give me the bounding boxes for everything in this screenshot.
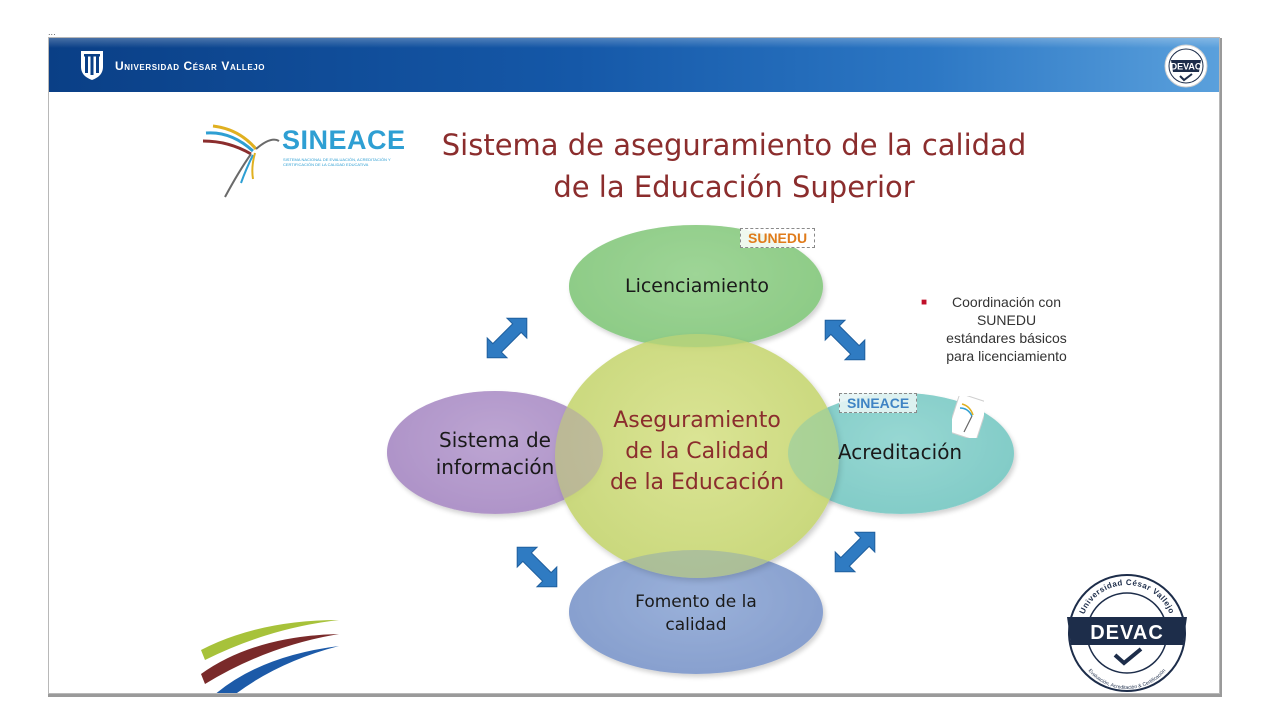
devac-seal-icon: Universidad César Vallejo DEVAC Evaluaci… bbox=[1067, 574, 1187, 692]
slide-shadow-right bbox=[1220, 38, 1222, 696]
center-line-1: Aseguramiento bbox=[613, 408, 781, 433]
window-edge-fragment: ... bbox=[48, 28, 56, 37]
sistema-informacion-label: Sistema de información bbox=[395, 427, 595, 481]
devac-seal-center-text: DEVAC bbox=[1090, 622, 1164, 644]
coordination-note: ■ Coordinación con SUNEDU estándares bás… bbox=[919, 293, 1094, 365]
fomento-line-2: calidad bbox=[665, 615, 727, 635]
note-line-1: Coordinación con bbox=[952, 294, 1061, 310]
university-name: Universidad César Vallejo bbox=[115, 59, 266, 73]
slide-title-line-1: Sistema de aseguramiento de la calidad bbox=[441, 128, 1027, 162]
double-arrow-top-right-icon bbox=[824, 319, 866, 361]
aseguramiento-center-circle bbox=[555, 334, 839, 578]
note-bullet-icon: ■ bbox=[921, 297, 928, 308]
aseguramiento-center-label: Aseguramiento de la Calidad de la Educac… bbox=[579, 405, 815, 498]
university-shield-icon bbox=[81, 51, 103, 80]
double-arrow-top-left-icon bbox=[486, 317, 528, 359]
sineace-tag: SINEACE bbox=[839, 393, 918, 413]
slide-header: Universidad César Vallejo DEVAC bbox=[49, 38, 1219, 92]
sineace-small-logo-icon bbox=[952, 396, 984, 438]
slide: Universidad César Vallejo DEVAC SINEACE … bbox=[48, 37, 1220, 694]
licenciamiento-label: Licenciamiento bbox=[624, 275, 769, 297]
slide-title-line-2: de la Educación Superior bbox=[553, 170, 915, 204]
devac-badge-text: DEVAC bbox=[1171, 62, 1202, 72]
center-line-2: de la Calidad bbox=[625, 439, 769, 464]
devac-badge-icon: DEVAC bbox=[1164, 44, 1208, 88]
sineace-logo-subtitle: SISTEMA NACIONAL DE EVALUACIÓN, ACREDITA… bbox=[283, 157, 391, 167]
note-line-2: SUNEDU bbox=[976, 312, 1037, 328]
double-arrow-bottom-right-icon bbox=[834, 531, 876, 573]
note-line-4: para licenciamiento bbox=[946, 348, 1067, 364]
fomento-line-1: Fomento de la bbox=[635, 592, 757, 612]
double-arrow-bottom-left-icon bbox=[516, 546, 558, 588]
sunedu-tag: SUNEDU bbox=[740, 228, 816, 248]
sistema-informacion-line-2: información bbox=[435, 455, 555, 479]
sineace-bird-logo-icon bbox=[202, 124, 280, 198]
slide-title: Sistema de aseguramiento de la calidad d… bbox=[409, 124, 1059, 208]
center-line-3: de la Educación bbox=[609, 470, 785, 495]
diagram-overlap-layer bbox=[387, 225, 1014, 674]
acreditacion-label: Acreditación bbox=[837, 440, 963, 464]
sistema-informacion-line-1: Sistema de bbox=[439, 428, 551, 452]
note-line-3: estándares básicos bbox=[946, 330, 1067, 346]
sineace-logo-text: SINEACE bbox=[282, 125, 406, 155]
decorative-swoosh-icon bbox=[201, 620, 339, 693]
fomento-calidad-label: Fomento de la calidad bbox=[599, 591, 793, 637]
slide-shadow-bottom bbox=[48, 694, 1222, 697]
